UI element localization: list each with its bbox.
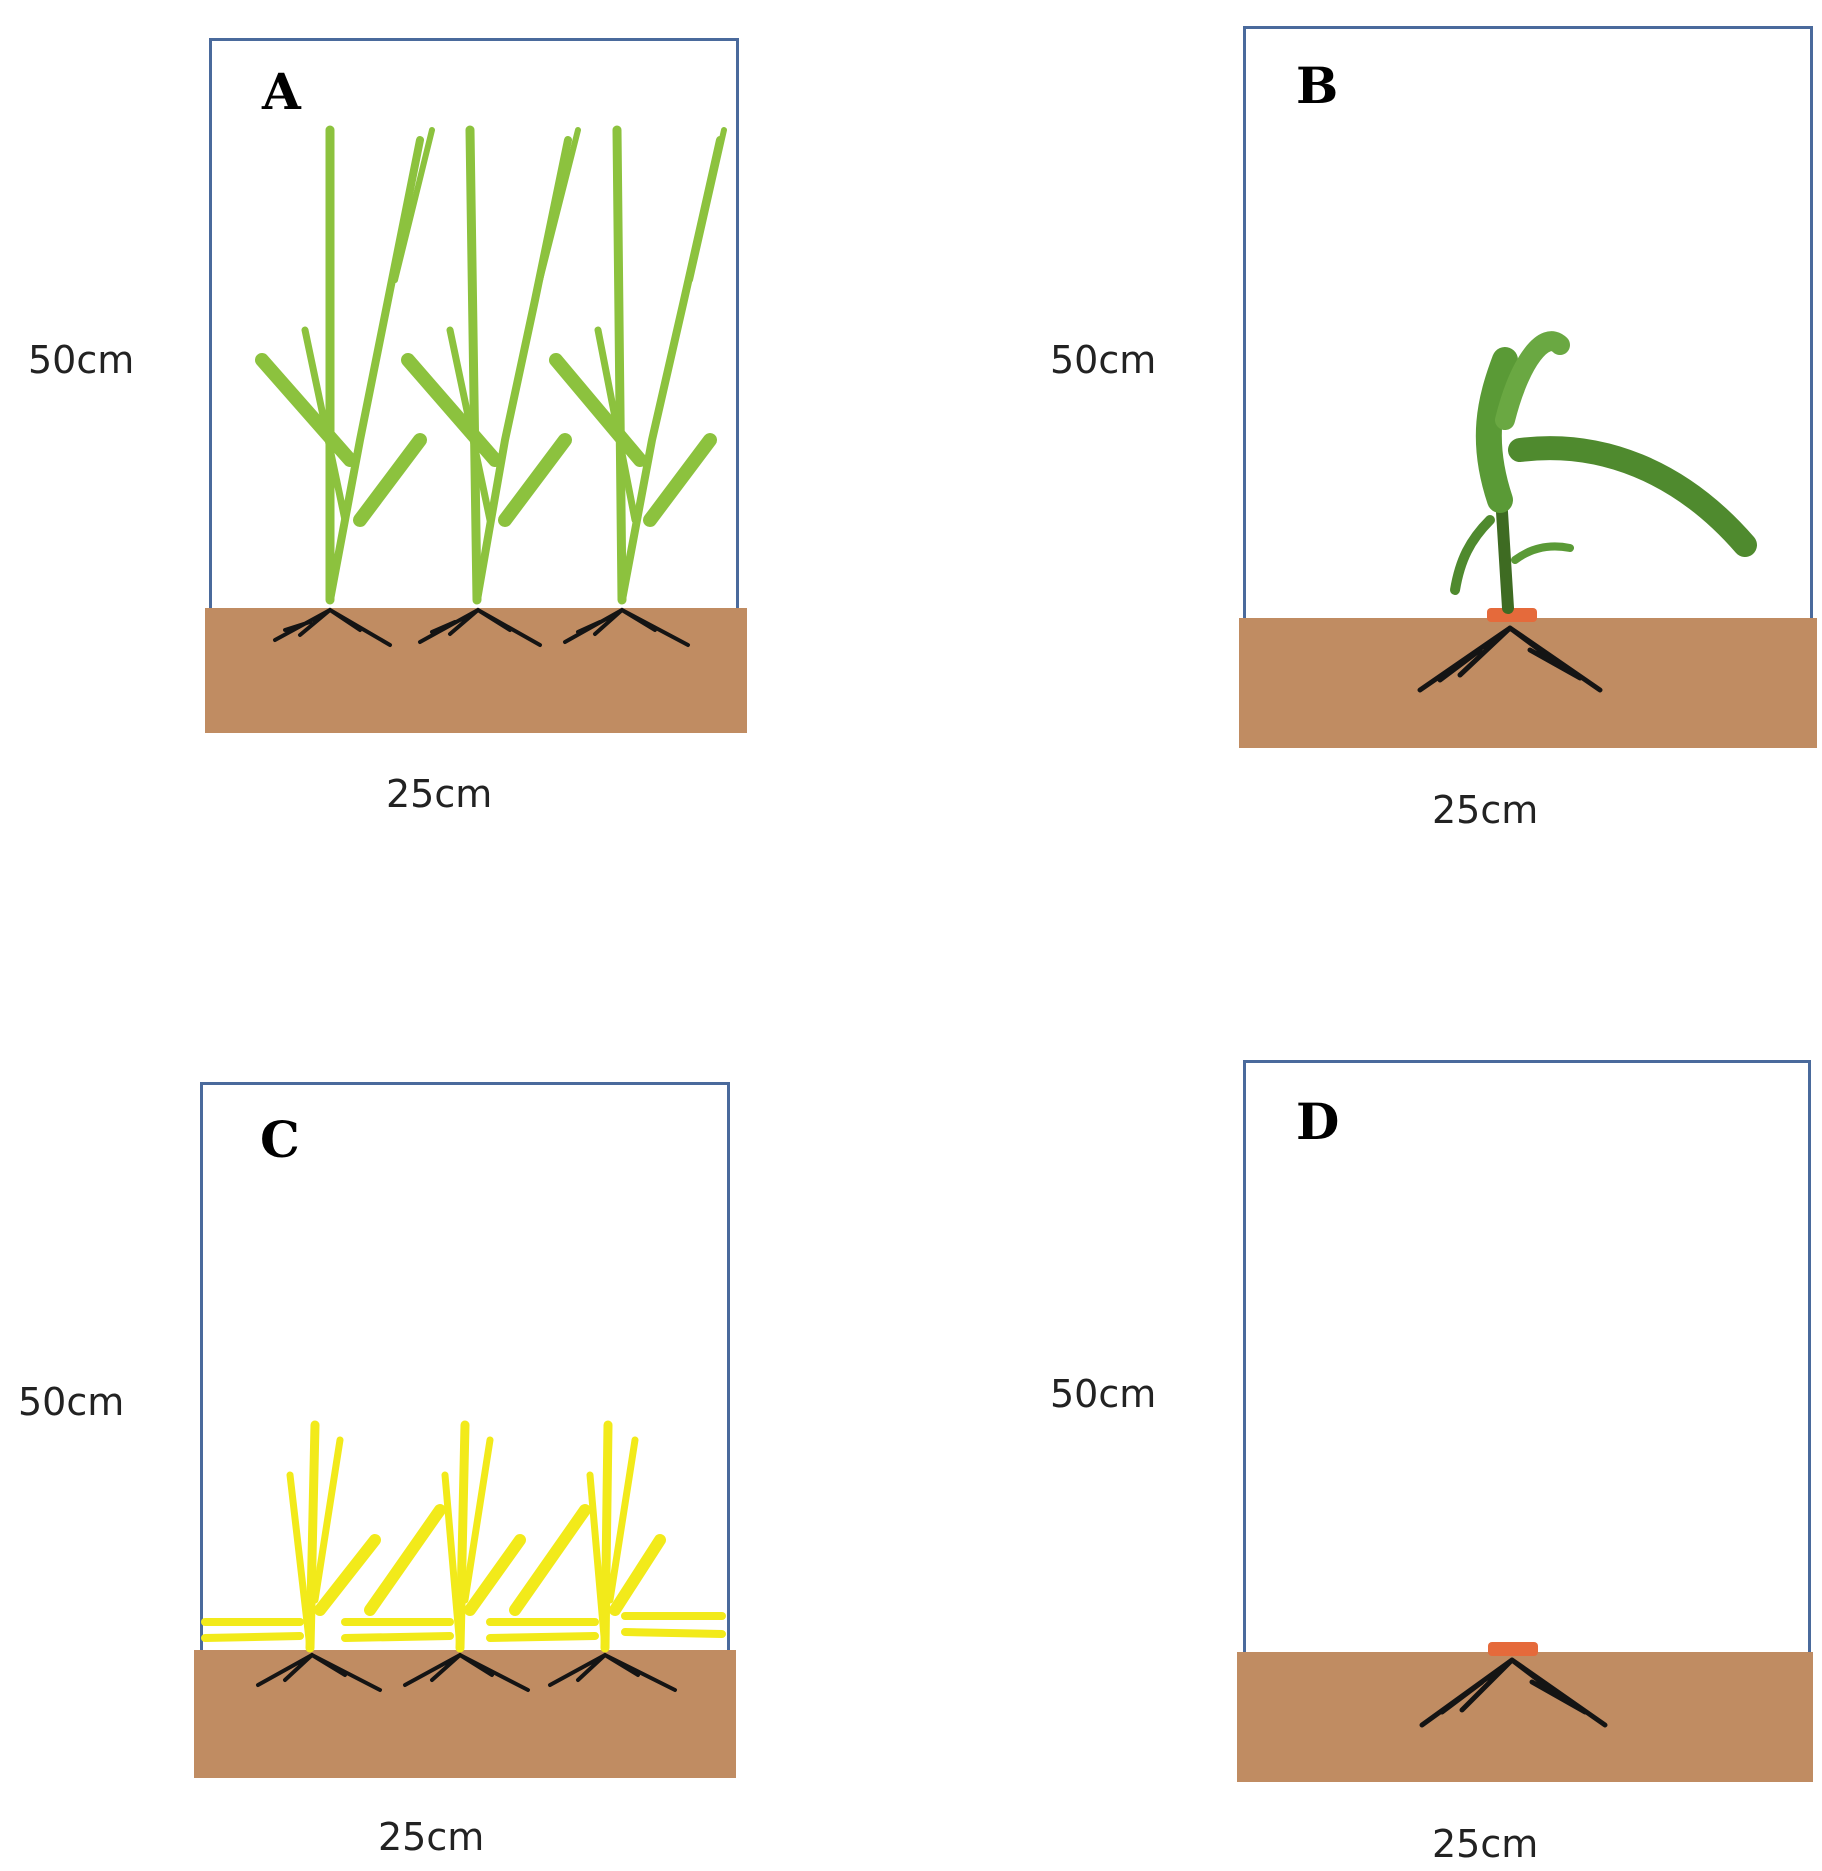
panel-b-label: B [1296,56,1339,115]
panel-d-label: D [1296,1092,1340,1151]
panel-a-height-label: 50cm [28,338,135,382]
grass-plant [255,125,435,605]
grass-plant [549,125,727,605]
panel-d-width-label: 25cm [1432,1822,1539,1866]
maize-plant [1450,331,1757,614]
panel-d-cut-marker [1488,1642,1538,1656]
panel-c-width-label: 25cm [378,1815,485,1859]
cut-grass-plant [201,1420,381,1653]
root-cluster [273,608,690,647]
panel-a-width-label: 25cm [386,772,493,816]
root-cluster [1417,625,1603,693]
panel-b-width-label: 25cm [1432,788,1539,832]
cut-grass-plant [341,1420,526,1653]
grass-plant [401,125,581,605]
cut-grass-plant [486,1420,726,1653]
panel-d-height-label: 50cm [1050,1372,1157,1416]
panel-c-label: C [260,1110,300,1169]
panel-c-height-label: 50cm [18,1380,125,1424]
panel-d-soil [1237,1652,1813,1782]
root-cluster [1419,1657,1608,1728]
panel-b-height-label: 50cm [1050,338,1157,382]
panel-b-cut-marker [1487,608,1537,622]
root-cluster [256,1653,677,1692]
panel-a-label: A [262,62,301,121]
panel-d-frame [1243,1060,1811,1660]
